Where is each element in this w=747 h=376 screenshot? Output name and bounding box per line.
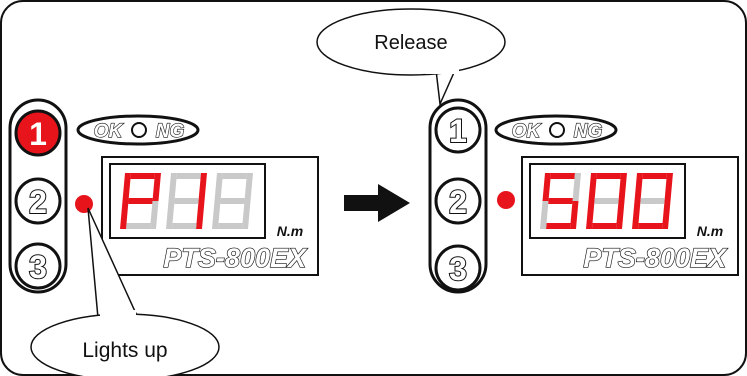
segment-c bbox=[196, 201, 205, 229]
button-1-label: 1 bbox=[449, 113, 467, 149]
release-callout-text: Release bbox=[374, 32, 447, 54]
lights-up-callout: Lights up bbox=[30, 207, 220, 376]
segment-d bbox=[218, 223, 243, 229]
button-3[interactable]: 3 bbox=[434, 244, 482, 292]
segment-e bbox=[586, 201, 595, 229]
segment-b bbox=[572, 173, 581, 201]
segment-f bbox=[122, 173, 131, 201]
button-2-label: 2 bbox=[449, 184, 467, 220]
button-1[interactable]: 1 bbox=[434, 106, 482, 154]
segment-a bbox=[642, 173, 667, 179]
segment-f bbox=[588, 173, 597, 201]
segment-f bbox=[542, 173, 551, 201]
segment-d bbox=[126, 223, 151, 229]
segment-b bbox=[198, 173, 207, 201]
segment-f bbox=[214, 173, 223, 201]
segment-c bbox=[616, 201, 625, 229]
model-label: PTS-800EX bbox=[163, 243, 308, 273]
segment-c bbox=[242, 201, 251, 229]
segment-g bbox=[128, 198, 153, 204]
segment-b bbox=[618, 173, 627, 201]
segment-a bbox=[222, 173, 247, 179]
button-2[interactable]: 2 bbox=[434, 177, 482, 225]
display-digit bbox=[632, 173, 673, 229]
right-panel: 1 2 3 OK NG N.m PTS-800EX bbox=[428, 98, 739, 294]
segment-a bbox=[596, 173, 621, 179]
lights-up-callout-text: Lights up bbox=[82, 339, 167, 362]
display-digit bbox=[540, 173, 581, 229]
segment-d bbox=[592, 223, 617, 229]
segment-a bbox=[550, 173, 575, 179]
segment-g bbox=[594, 198, 619, 204]
segment-c bbox=[662, 201, 671, 229]
button-1[interactable]: 1 bbox=[14, 109, 62, 157]
release-callout: Release bbox=[316, 8, 506, 107]
right-arrow-icon bbox=[344, 184, 410, 222]
button-2[interactable]: 2 bbox=[14, 177, 62, 225]
segment-g bbox=[174, 198, 199, 204]
button-1-circle bbox=[434, 106, 482, 154]
status-lamp bbox=[497, 191, 515, 209]
seven-segment-display bbox=[120, 173, 253, 229]
segment-e bbox=[212, 201, 221, 229]
segment-b bbox=[152, 173, 161, 201]
segment-d bbox=[638, 223, 663, 229]
unit-label: N.m bbox=[697, 223, 723, 239]
ok-ng-separator-icon bbox=[549, 122, 565, 138]
segment-d bbox=[546, 223, 571, 229]
segment-a bbox=[176, 173, 201, 179]
segment-f bbox=[168, 173, 177, 201]
ok-ng-badge: OK NG bbox=[494, 114, 618, 146]
ng-label: NG bbox=[574, 121, 603, 142]
button-2-label: 2 bbox=[29, 184, 47, 220]
ng-label: NG bbox=[156, 121, 185, 142]
segment-e bbox=[166, 201, 175, 229]
button-3[interactable]: 3 bbox=[14, 242, 62, 290]
segment-g bbox=[548, 198, 573, 204]
seven-segment-display bbox=[540, 173, 673, 229]
segment-f bbox=[634, 173, 643, 201]
button-2-circle bbox=[14, 177, 62, 225]
segment-e bbox=[540, 201, 549, 229]
segment-b bbox=[244, 173, 253, 201]
button-2-circle bbox=[434, 177, 482, 225]
segment-g bbox=[220, 198, 245, 204]
button-3-circle bbox=[14, 242, 62, 290]
button-1-label: 1 bbox=[29, 116, 47, 152]
button-3-circle bbox=[434, 244, 482, 292]
ok-label: OK bbox=[512, 121, 542, 142]
left-panel: 1 2 3 OK NG N.m PTS-800EX bbox=[8, 98, 319, 294]
display-digit bbox=[212, 173, 253, 229]
segment-c bbox=[570, 201, 579, 229]
model-label: PTS-800EX bbox=[583, 243, 728, 273]
segment-d bbox=[172, 223, 197, 229]
segment-g bbox=[640, 198, 665, 204]
segment-e bbox=[632, 201, 641, 229]
ok-label: OK bbox=[94, 121, 124, 142]
segment-c bbox=[150, 201, 159, 229]
display-digit bbox=[586, 173, 627, 229]
button-1-circle bbox=[14, 109, 62, 157]
status-lamp bbox=[75, 195, 93, 213]
unit-label: N.m bbox=[277, 223, 303, 239]
display-digit bbox=[166, 173, 207, 229]
ok-ng-badge: OK NG bbox=[76, 114, 200, 146]
button-3-label: 3 bbox=[29, 249, 47, 285]
segment-b bbox=[664, 173, 673, 201]
release-callout-bubble bbox=[316, 8, 506, 76]
ok-ng-separator-icon bbox=[131, 122, 147, 138]
display-digit bbox=[120, 173, 161, 229]
segment-e bbox=[120, 201, 129, 229]
segment-a bbox=[130, 173, 155, 179]
button-3-label: 3 bbox=[449, 251, 467, 287]
